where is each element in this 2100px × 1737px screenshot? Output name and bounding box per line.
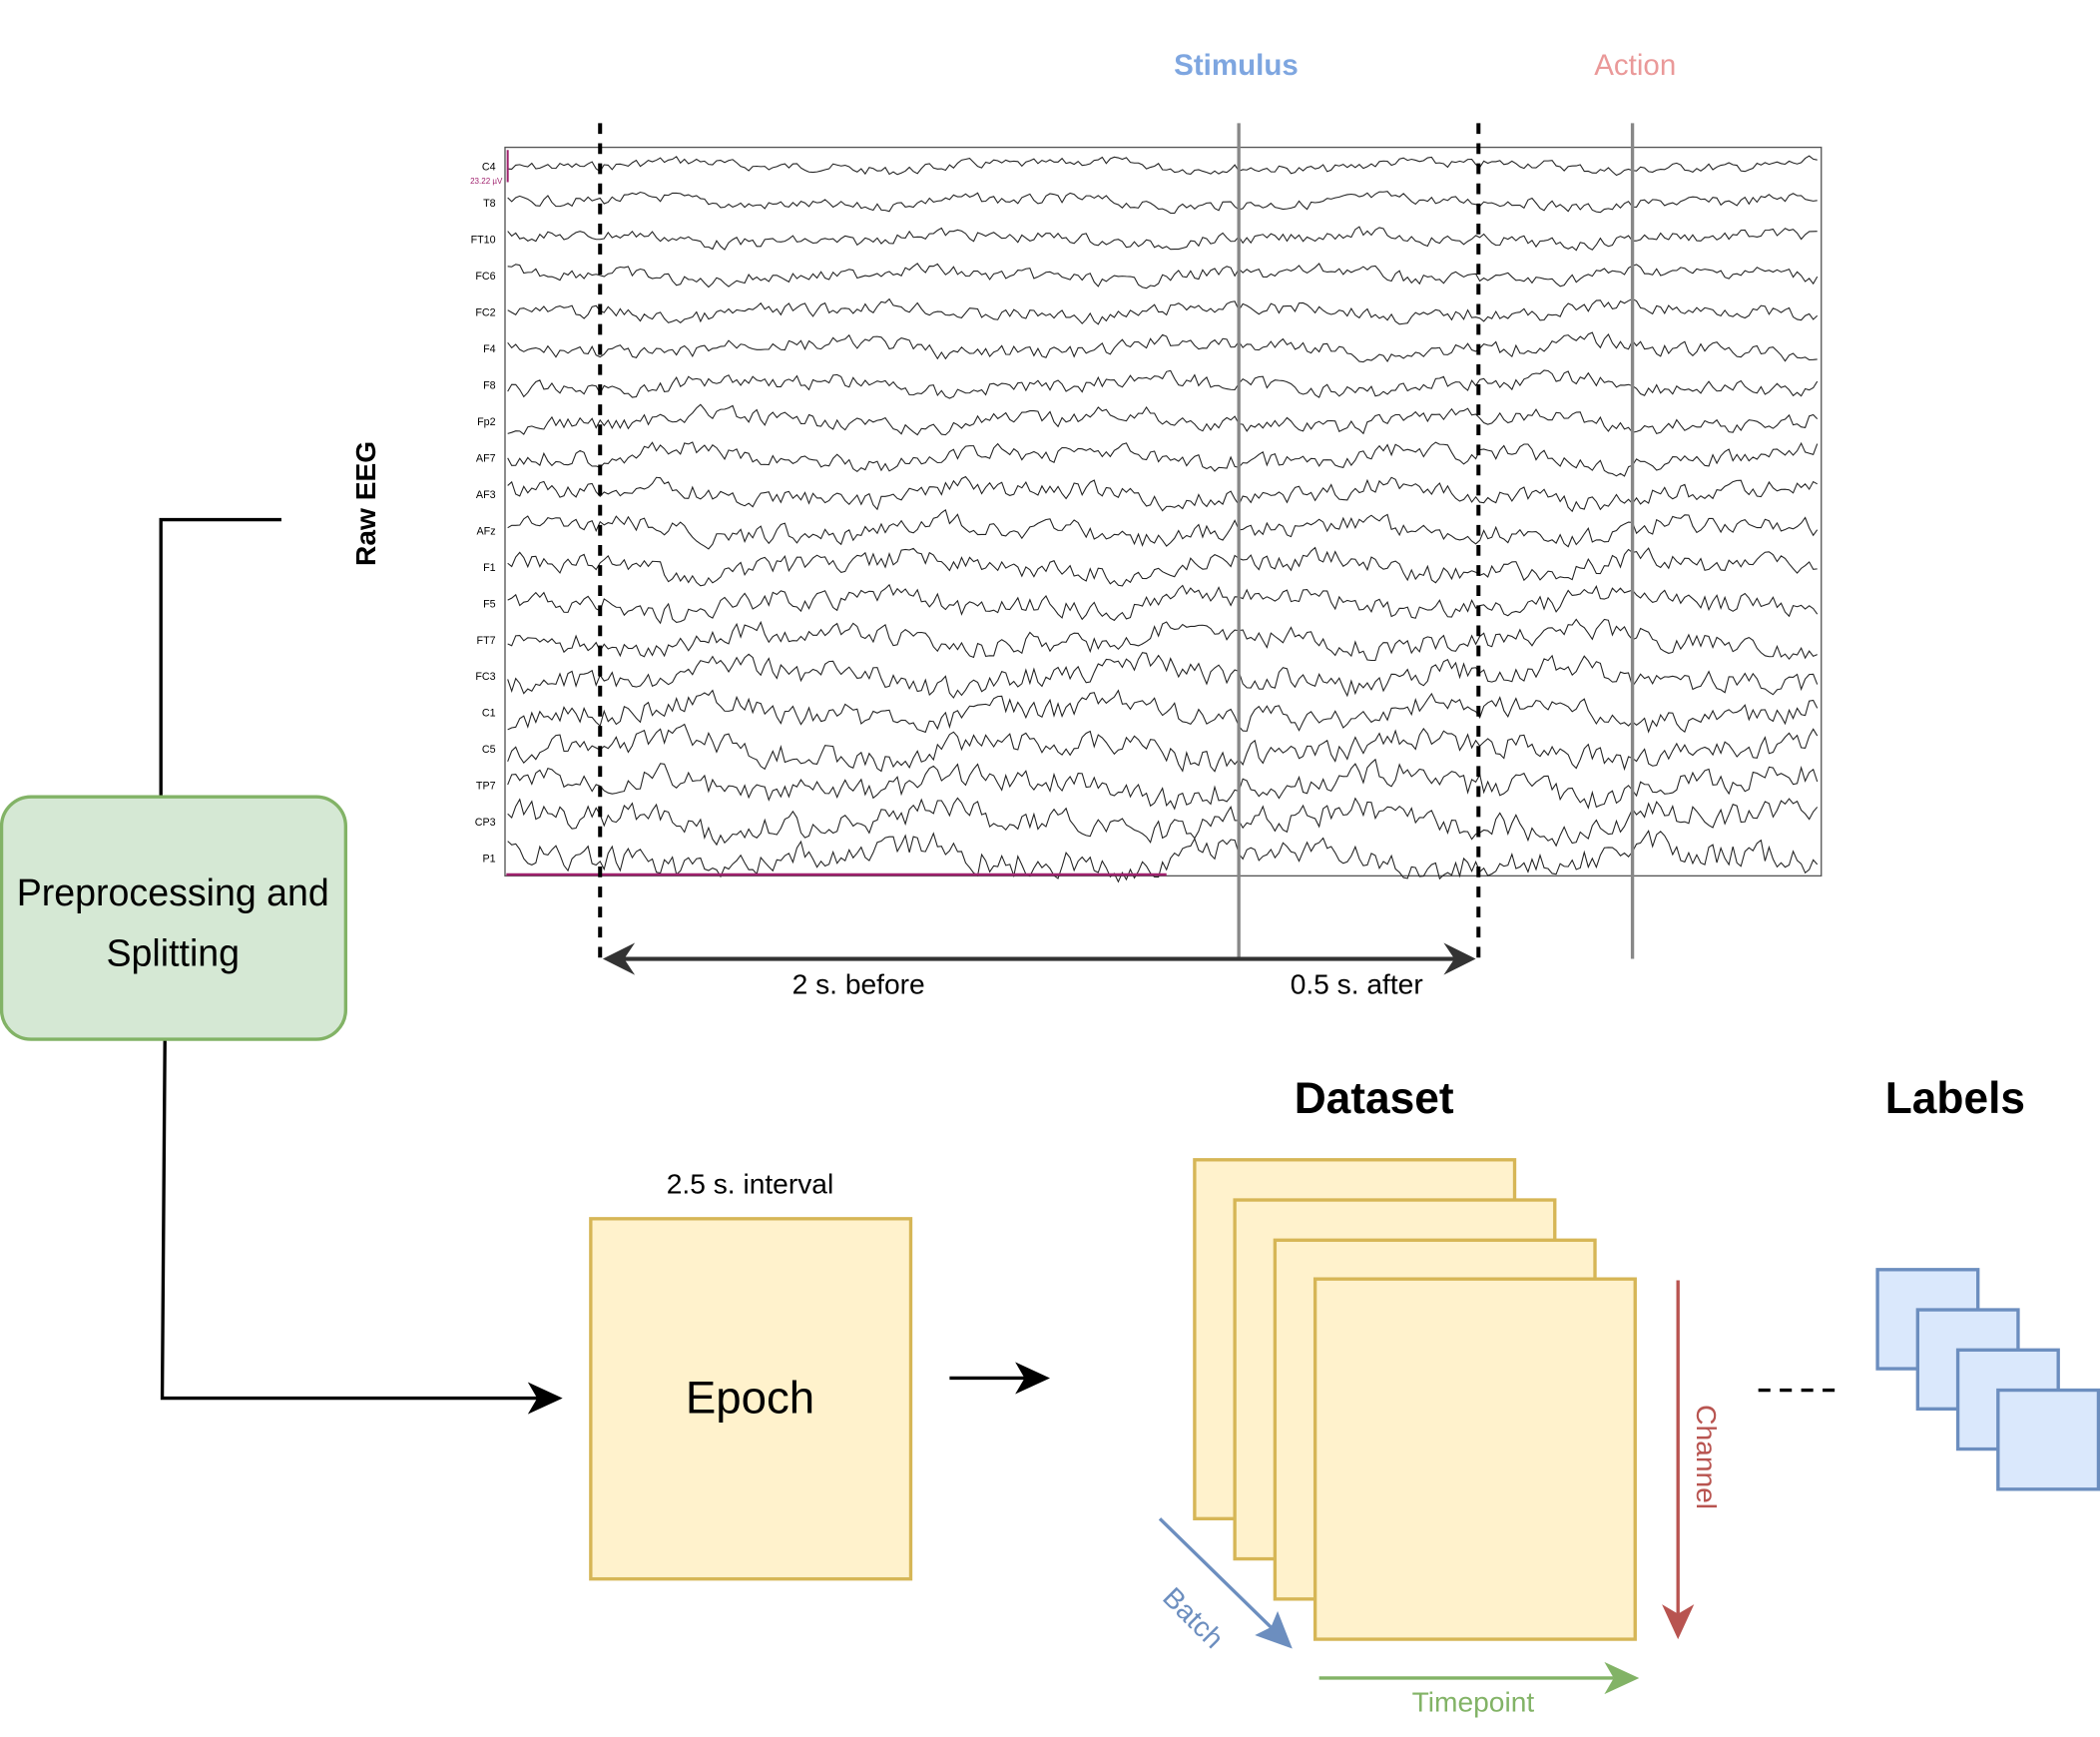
eeg-trace xyxy=(507,226,1818,252)
eeg-channel-label: FC3 xyxy=(475,671,495,683)
eeg-trace xyxy=(507,689,1819,734)
timepoint-arrowhead xyxy=(1604,1661,1640,1695)
dataset-title: Dataset xyxy=(1295,1074,1454,1123)
raw-eeg-label: Raw EEG xyxy=(349,441,381,566)
interval-label: 2.5 s. interval xyxy=(667,1167,833,1199)
eeg-trace xyxy=(507,403,1819,436)
eeg-trace xyxy=(507,618,1818,662)
eeg-trace xyxy=(507,475,1818,513)
eeg-channel-label: F8 xyxy=(483,379,496,391)
preprocessing-to-epoch-connector xyxy=(160,1039,547,1401)
eeg-channel-label: AF3 xyxy=(476,489,496,501)
eeg-channel-label: C4 xyxy=(482,161,496,173)
preprocessing-label-line2: Splitting xyxy=(106,931,240,973)
preprocessing-to-epoch-arrowhead xyxy=(527,1382,563,1415)
time-window-arrow xyxy=(602,942,1476,975)
eeg-trace xyxy=(507,546,1818,587)
eeg-trace xyxy=(507,331,1818,363)
scale-label: 23.22 µV xyxy=(470,177,503,186)
timepoint-label: Timepoint xyxy=(1412,1686,1535,1718)
eeg-trace xyxy=(507,191,1818,215)
eeg-channel-label: AF7 xyxy=(476,452,496,464)
batch-label: Batch xyxy=(1157,1580,1231,1654)
eeg-traces xyxy=(507,155,1819,883)
eeg-channel-label: C1 xyxy=(482,708,496,720)
eeg-channel-labels: C4T8FT10FC6FC2F4F8Fp2AF7AF3AFzF1F5FT7FC3… xyxy=(471,161,496,865)
batch-arrowhead xyxy=(1255,1610,1293,1649)
eeg-channel-label: FC2 xyxy=(475,306,495,318)
label-sample-4 xyxy=(1996,1388,2100,1491)
dataset-sample-4 xyxy=(1312,1277,1637,1641)
epoch-label: Epoch xyxy=(686,1372,814,1423)
before-label: 2 s. before xyxy=(792,967,925,999)
epoch-to-dataset-arrowhead xyxy=(1015,1362,1050,1395)
eeg-channel-label: F4 xyxy=(483,343,496,355)
eeg-trace xyxy=(507,297,1819,325)
eeg-trace xyxy=(507,829,1819,883)
eeg-trace xyxy=(507,155,1818,177)
eeg-channel-label: FC6 xyxy=(475,271,495,283)
preprocessing-box: Preprocessing and Splitting xyxy=(0,795,348,1041)
labels-stack xyxy=(1875,1268,2100,1491)
eeg-channel-label: F5 xyxy=(483,598,496,610)
eeg-trace xyxy=(507,797,1819,848)
dataset-stack xyxy=(1193,1158,1637,1641)
eeg-trace xyxy=(507,758,1819,811)
channel-label: Channel xyxy=(1691,1405,1723,1509)
eeg-channel-label: TP7 xyxy=(476,781,496,793)
labels-title: Labels xyxy=(1885,1074,2025,1123)
eeg-trace xyxy=(507,723,1819,773)
eeg-channel-label: C5 xyxy=(482,744,496,756)
eeg-plot: C4T8FT10FC6FC2F4F8Fp2AF7AF3AFzF1F5FT7FC3… xyxy=(470,146,1823,883)
eeg-trace xyxy=(507,263,1819,290)
after-label: 0.5 s. after xyxy=(1291,967,1423,999)
channel-arrowhead xyxy=(1662,1604,1695,1640)
eeg-trace xyxy=(507,652,1819,699)
raw-eeg-connector xyxy=(159,517,281,796)
eeg-trace xyxy=(507,441,1819,477)
eeg-channel-label: P1 xyxy=(482,854,495,866)
eeg-channel-label: T8 xyxy=(483,198,496,210)
eeg-channel-label: CP3 xyxy=(475,817,496,829)
stimulus-label: Stimulus xyxy=(1174,49,1299,82)
preprocessing-label-line1: Preprocessing and xyxy=(17,871,329,913)
eeg-channel-label: AFz xyxy=(477,525,496,537)
eeg-channel-label: F1 xyxy=(483,562,496,574)
epoch-box: Epoch xyxy=(589,1217,913,1581)
batch-arrow xyxy=(1158,1517,1276,1631)
eeg-channel-label: FT10 xyxy=(471,234,496,246)
action-label: Action xyxy=(1594,49,1676,82)
eeg-channel-label: FT7 xyxy=(477,635,496,647)
eeg-channel-label: Fp2 xyxy=(477,416,496,428)
eeg-trace xyxy=(507,369,1819,399)
eeg-trace xyxy=(507,583,1819,625)
eeg-trace xyxy=(507,508,1819,550)
